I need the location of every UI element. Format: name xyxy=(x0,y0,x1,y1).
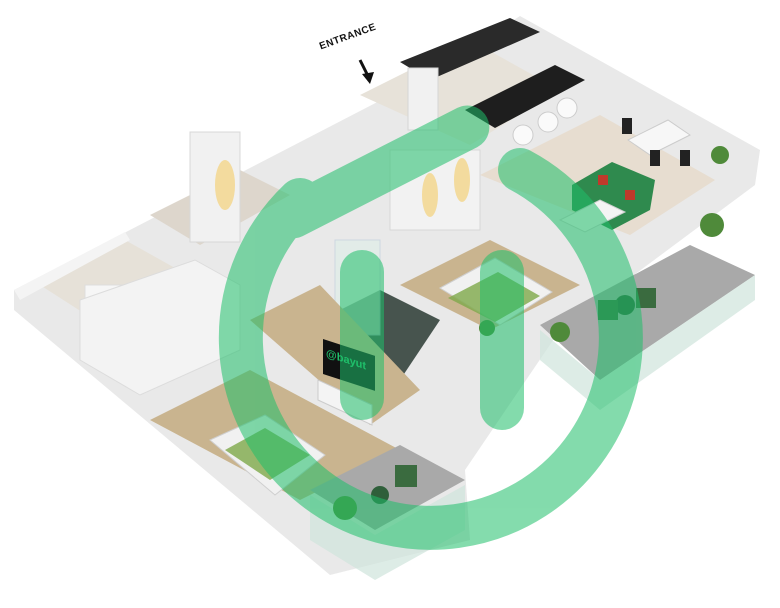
plant-icon xyxy=(700,213,724,237)
wardrobe-light-2 xyxy=(454,158,470,202)
plant-icon xyxy=(550,322,570,342)
dining-chair-1 xyxy=(622,118,632,134)
fridge xyxy=(407,67,439,131)
sofa-pillow-1 xyxy=(598,175,608,185)
closet-light xyxy=(215,160,235,210)
dining-table xyxy=(627,119,691,156)
entrance-arrow-icon xyxy=(358,59,374,84)
wardrobe-light-1 xyxy=(422,173,438,217)
watermark-logo xyxy=(218,105,643,550)
balcony-right-floor xyxy=(540,245,755,380)
bathroom-wall xyxy=(14,232,130,300)
balcony-left-chair xyxy=(395,465,417,487)
balcony-right-chair-2 xyxy=(636,288,656,308)
stool-3 xyxy=(556,97,578,119)
sofa-pillow-2 xyxy=(625,190,635,200)
dining-chair-2 xyxy=(650,150,660,166)
stool-2 xyxy=(537,111,559,133)
dining-chair-3 xyxy=(680,150,690,166)
kitchen-counter xyxy=(400,18,540,80)
stool-1 xyxy=(512,124,534,146)
kitchen-island xyxy=(465,65,585,128)
balcony-right-rail xyxy=(540,330,600,410)
plant-icon xyxy=(711,146,729,164)
